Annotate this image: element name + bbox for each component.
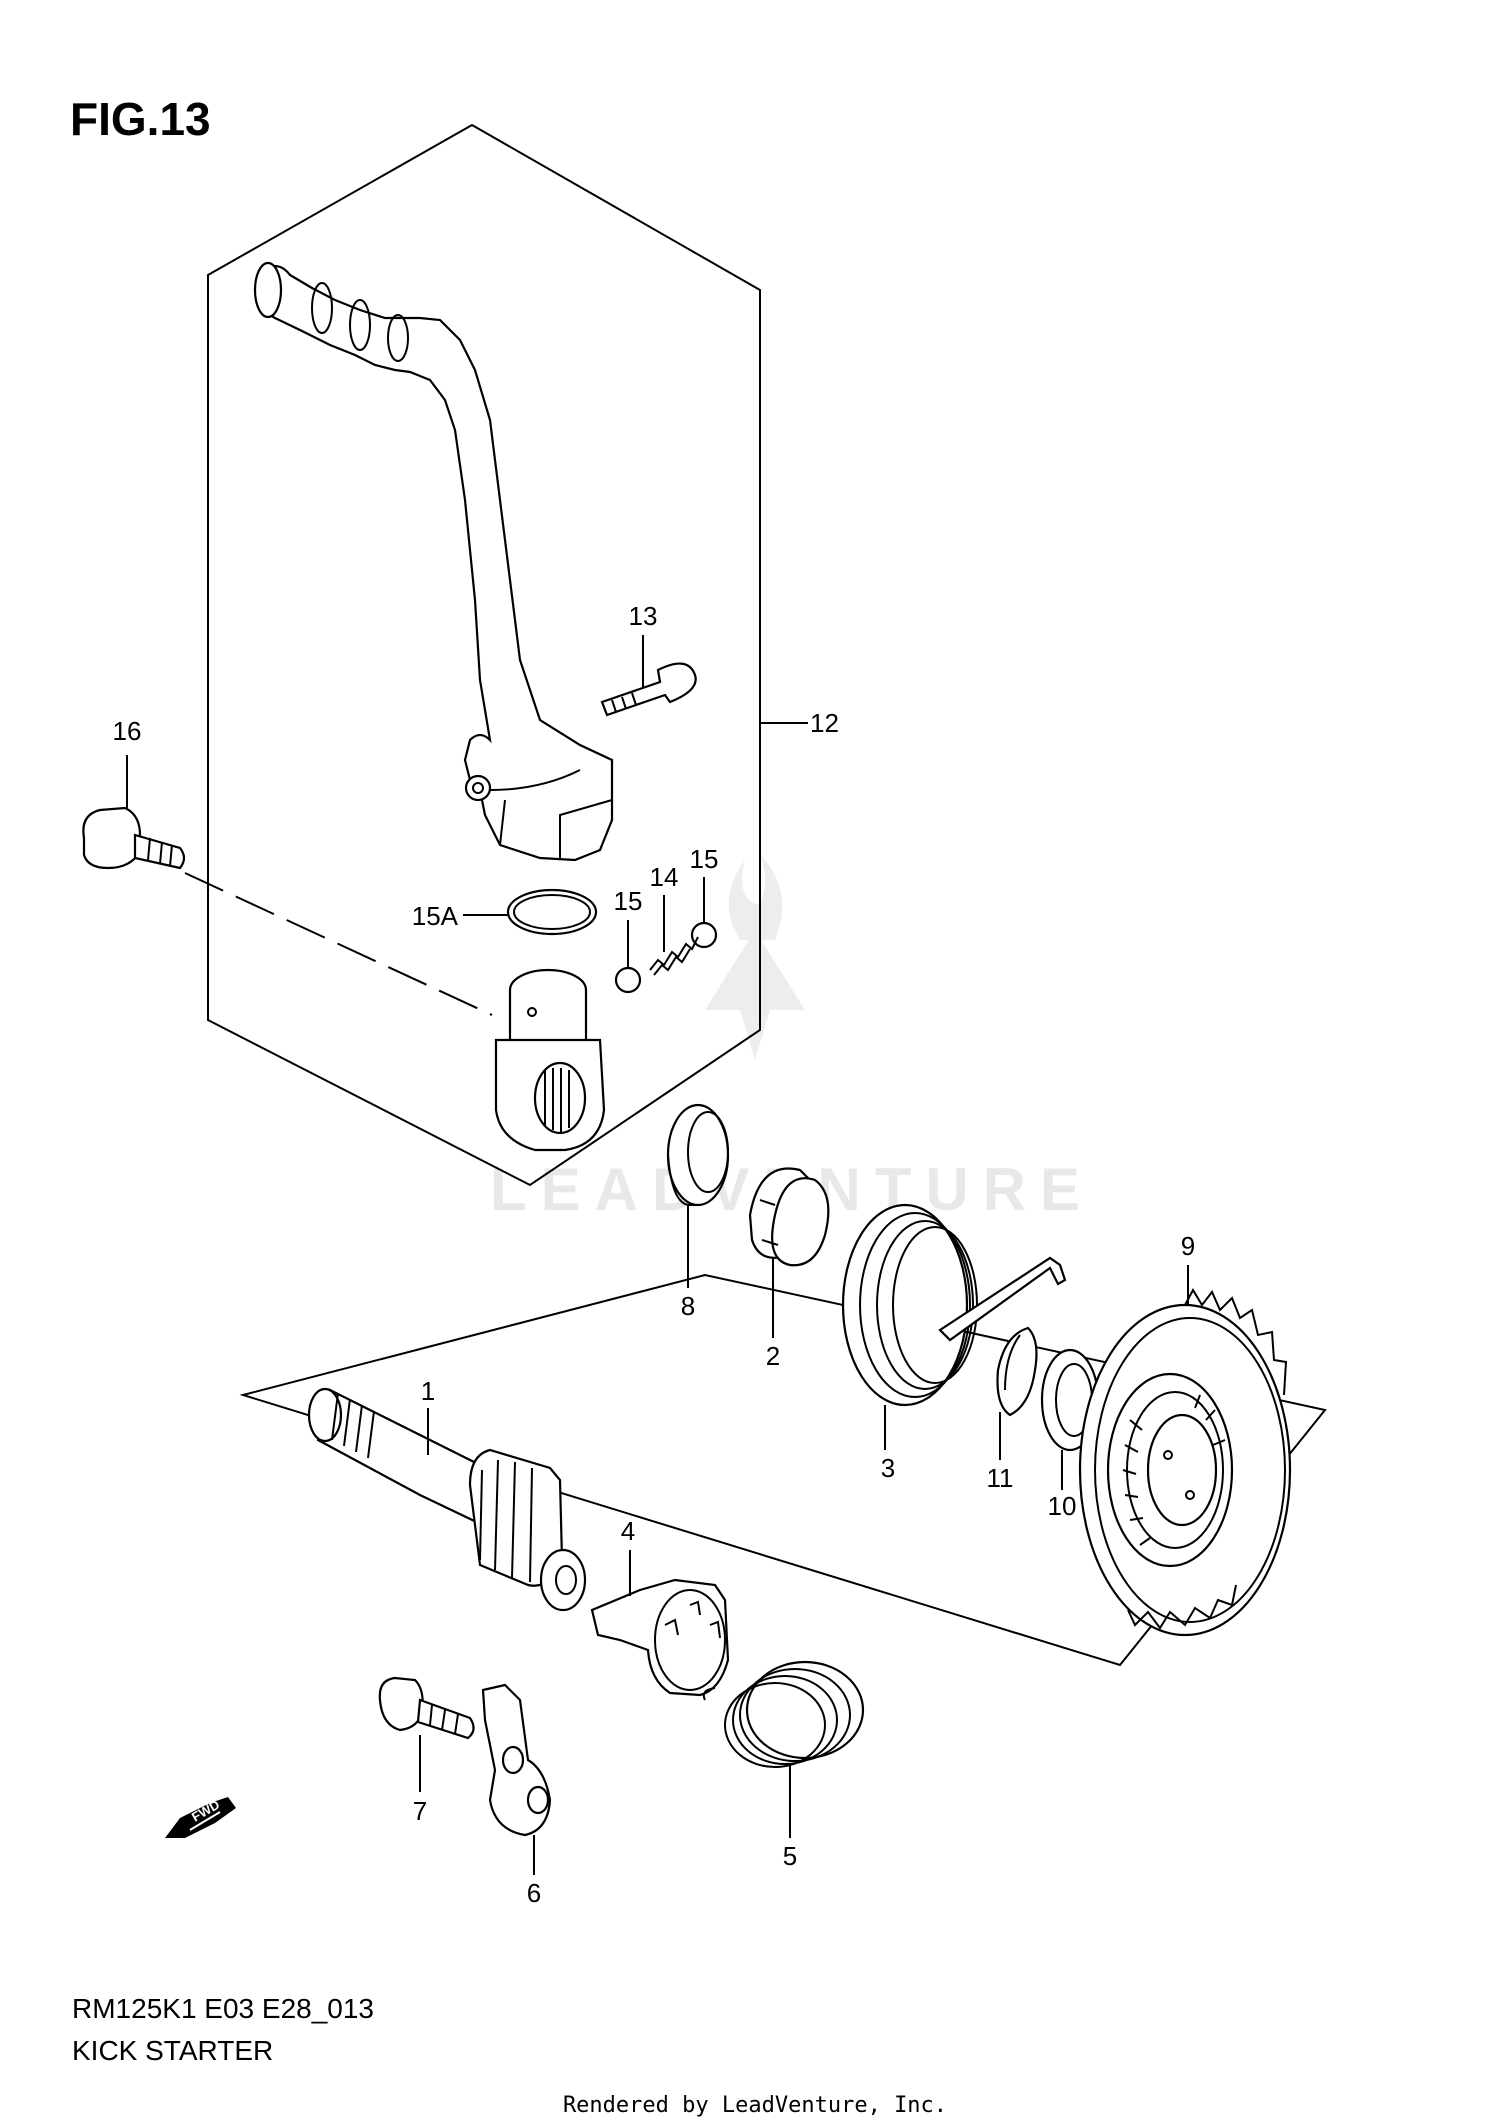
ratchet-4 — [590, 1578, 730, 1697]
circlip-11 — [996, 1326, 1038, 1417]
oil-seal-8 — [666, 1103, 730, 1207]
callout-15-right: 15 — [690, 844, 719, 874]
callout-8: 8 — [681, 1291, 695, 1321]
bolt-7 — [378, 1676, 475, 1740]
fwd-arrow-icon: FWD — [165, 1797, 236, 1838]
callout-1: 1 — [421, 1376, 435, 1406]
gear-9 — [1078, 1287, 1292, 1637]
diagram-code: RM125K1 E03 E28_013 — [72, 1993, 374, 2024]
diagram-name: KICK STARTER — [72, 2035, 273, 2066]
callout-15-left: 15 — [614, 886, 643, 916]
bolt-13 — [600, 662, 697, 717]
callout-15a: 15A — [412, 901, 459, 931]
guide-plate-6 — [481, 1683, 552, 1837]
callout-6: 6 — [527, 1878, 541, 1908]
leader-lines — [126, 635, 1189, 1875]
ratchet-spring-5 — [702, 1660, 865, 1768]
bolt-16 — [82, 798, 186, 870]
ball-15-left — [614, 966, 642, 994]
callout-9: 9 — [1181, 1231, 1195, 1261]
callout-13: 13 — [629, 601, 658, 631]
kick-lever — [253, 261, 614, 862]
callout-16: 16 — [113, 716, 142, 746]
alignment-line — [184, 872, 493, 1016]
kick-lever-group-frame — [207, 123, 761, 1187]
spring-14 — [649, 936, 699, 976]
callout-7: 7 — [413, 1796, 427, 1826]
callout-4: 4 — [621, 1516, 635, 1546]
callout-10: 10 — [1048, 1491, 1077, 1521]
return-spring-3 — [841, 1203, 1067, 1407]
callout-12: 12 — [810, 708, 839, 738]
shaft-group-frame — [239, 1273, 1327, 1667]
figure-title: FIG.13 — [70, 93, 211, 145]
lever-boss — [494, 968, 606, 1152]
kick-shaft-1 — [307, 1387, 587, 1612]
callout-3: 3 — [881, 1453, 895, 1483]
callout-14: 14 — [650, 862, 679, 892]
callout-2: 2 — [766, 1341, 780, 1371]
o-ring-15a — [506, 888, 598, 936]
callouts: 1 2 3 4 5 6 7 8 9 10 11 12 13 14 15 15 1… — [113, 601, 1196, 1908]
render-credit: Rendered by LeadVenture, Inc. — [563, 2093, 947, 2118]
callout-11: 11 — [987, 1463, 1014, 1493]
callout-5: 5 — [783, 1841, 797, 1871]
bushing-2 — [748, 1167, 830, 1267]
